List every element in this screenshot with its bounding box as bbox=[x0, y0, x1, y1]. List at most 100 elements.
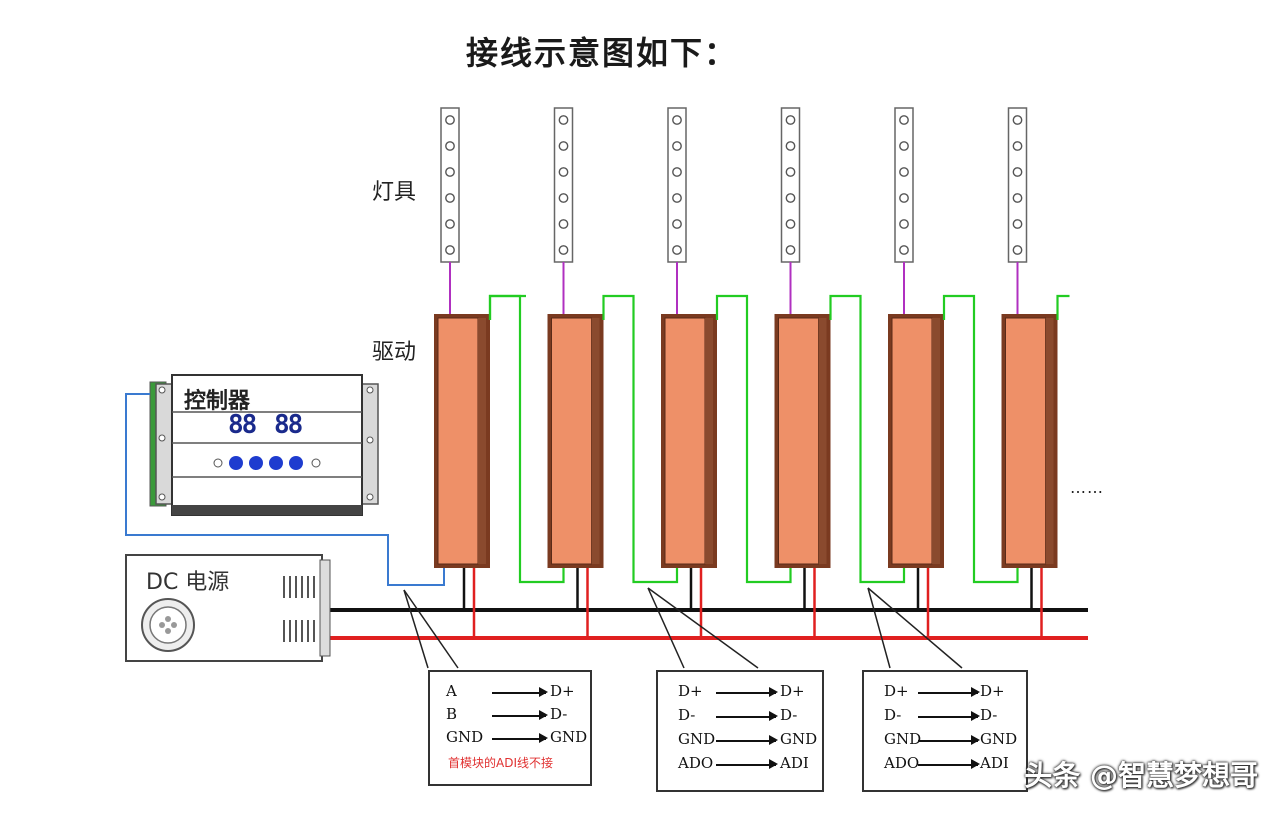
controller-display-left: 88 bbox=[228, 410, 257, 440]
controller-button bbox=[229, 456, 243, 470]
mapping-source: ADO bbox=[884, 754, 920, 772]
driver-label: 驱动 bbox=[372, 340, 417, 365]
controller-button bbox=[289, 456, 303, 470]
led-icon bbox=[558, 193, 569, 203]
led-icon bbox=[1012, 115, 1023, 125]
mapping-box-first: A D+ B D- GND GND 首模块的ADI线不接 bbox=[428, 670, 592, 786]
mapping-source: GND bbox=[446, 728, 484, 746]
led-icon bbox=[785, 167, 796, 177]
light-fixture bbox=[780, 107, 801, 316]
mapping-target: D- bbox=[780, 706, 798, 724]
mapping-target: ADI bbox=[780, 754, 809, 772]
data-chain-wire bbox=[942, 294, 1019, 584]
led-icon bbox=[445, 115, 455, 125]
fixture-body bbox=[780, 107, 801, 263]
driver-face bbox=[437, 317, 479, 565]
fixture-body bbox=[894, 107, 914, 263]
driver-face bbox=[778, 317, 819, 565]
led-icon bbox=[1012, 219, 1023, 229]
mapping-row: ADO ADI bbox=[678, 754, 812, 776]
mapping-row: D- D- bbox=[678, 706, 812, 728]
arrow-icon bbox=[716, 760, 778, 768]
driver-side bbox=[818, 318, 827, 564]
driver-side bbox=[932, 318, 940, 564]
mapping-source: ADO bbox=[678, 754, 714, 772]
fixture-label: 灯具 bbox=[372, 180, 417, 205]
led-icon bbox=[445, 245, 455, 255]
rs485-wire bbox=[125, 393, 445, 586]
driver-face bbox=[551, 317, 592, 565]
arrow-icon bbox=[716, 712, 778, 720]
mapping-row: GND GND bbox=[678, 730, 817, 752]
mapping-target: D+ bbox=[980, 682, 1005, 700]
controller-unit bbox=[149, 374, 379, 516]
mapping-target: D+ bbox=[550, 682, 575, 700]
mapping-source: D+ bbox=[678, 682, 703, 700]
led-icon bbox=[785, 141, 796, 151]
led-icon bbox=[558, 245, 569, 255]
led-icon bbox=[445, 141, 455, 151]
mapping-target: D- bbox=[980, 706, 998, 724]
mapping-target: GND bbox=[780, 730, 818, 748]
mapping-row: GND GND bbox=[446, 728, 587, 750]
mapping-row: A D+ bbox=[446, 682, 576, 704]
power-supply-label: DC 电源 bbox=[146, 570, 230, 595]
led-icon bbox=[558, 219, 569, 229]
led-icon bbox=[558, 115, 569, 125]
driver-module bbox=[888, 314, 944, 568]
led-icon bbox=[445, 219, 455, 229]
led-icon bbox=[445, 193, 455, 203]
led-icon bbox=[785, 115, 796, 125]
led-icon bbox=[672, 219, 682, 229]
controller-button bbox=[269, 456, 283, 470]
arrow-icon bbox=[716, 736, 778, 744]
led-icon bbox=[672, 193, 682, 203]
fixture-body bbox=[440, 107, 460, 263]
arrow-icon bbox=[492, 734, 548, 742]
led-icon bbox=[899, 245, 909, 255]
arrow-icon bbox=[716, 688, 778, 696]
light-fixture bbox=[553, 107, 574, 316]
driver-side bbox=[478, 318, 486, 564]
first-module-note: 首模块的ADI线不接 bbox=[448, 756, 553, 770]
data-chain-wire bbox=[829, 294, 906, 584]
continuation-ellipsis: …… bbox=[1070, 478, 1104, 497]
led-icon bbox=[785, 193, 796, 203]
light-fixture bbox=[1007, 107, 1028, 316]
fixture-body bbox=[667, 107, 687, 263]
led-icon bbox=[672, 115, 682, 125]
mapping-row: D+ D+ bbox=[678, 682, 812, 704]
driver-side bbox=[1045, 318, 1054, 564]
driver-face bbox=[891, 317, 933, 565]
mapping-source: D- bbox=[884, 706, 902, 724]
led-icon bbox=[899, 115, 909, 125]
driver-side bbox=[591, 318, 600, 564]
mapping-row: ADO ADI bbox=[884, 754, 1018, 776]
callout-line bbox=[647, 587, 759, 669]
data-chain-wire bbox=[488, 294, 526, 320]
mapping-box-second: D+ D+ D- D- GND GND ADO ADI bbox=[656, 670, 824, 792]
mapping-box-third: D+ D+ D- D- GND GND ADO ADI bbox=[862, 670, 1028, 792]
led-icon bbox=[1012, 193, 1023, 203]
callout-line bbox=[867, 587, 963, 669]
led-icon bbox=[785, 219, 796, 229]
data-chain-wire bbox=[715, 294, 792, 584]
led-icon bbox=[558, 167, 569, 177]
mapping-target: GND bbox=[550, 728, 588, 746]
mapping-source: D- bbox=[678, 706, 696, 724]
mapping-source: A bbox=[446, 682, 457, 700]
light-fixture bbox=[894, 107, 914, 316]
mapping-source: GND bbox=[678, 730, 716, 748]
driver-face bbox=[664, 317, 706, 565]
data-chain-wire bbox=[602, 294, 679, 584]
mapping-row: GND GND bbox=[884, 730, 1018, 752]
driver-module bbox=[547, 314, 604, 568]
arrow-icon bbox=[918, 712, 980, 720]
led-icon bbox=[445, 167, 455, 177]
mapping-source: D+ bbox=[884, 682, 909, 700]
mapping-target: D+ bbox=[780, 682, 805, 700]
callout-line bbox=[403, 589, 459, 669]
led-icon bbox=[672, 167, 682, 177]
